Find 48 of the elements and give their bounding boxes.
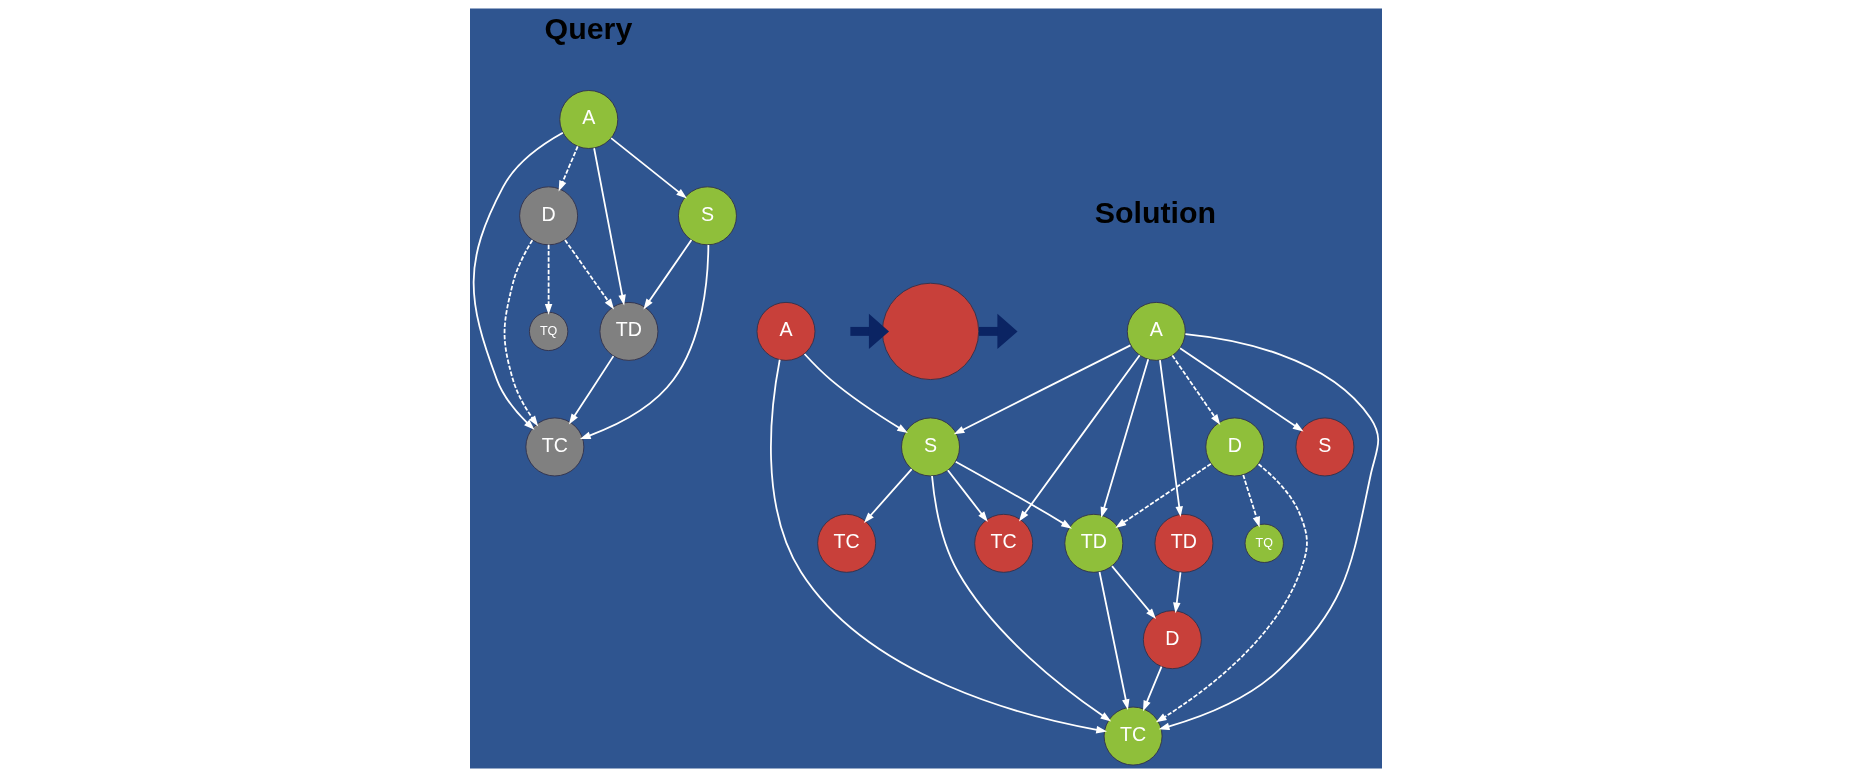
label: Query	[544, 11, 633, 45]
arrow	[770, 358, 1107, 734]
arrow	[593, 147, 626, 306]
arrow	[1171, 354, 1221, 425]
arrow	[1242, 474, 1260, 528]
arrow	[978, 313, 1018, 350]
arrow	[1100, 358, 1150, 518]
arrow	[931, 475, 1112, 722]
arrow	[643, 239, 693, 310]
node-circle: D	[519, 186, 579, 246]
node-circle: TC	[1103, 706, 1163, 766]
node-circle: TD	[1154, 513, 1214, 573]
arrow	[1173, 571, 1182, 614]
node-circle: TD	[1064, 513, 1124, 573]
node-circle: S	[901, 417, 960, 477]
arrow	[568, 355, 615, 425]
arrow	[1142, 665, 1163, 712]
arrow	[558, 145, 579, 192]
node-circle: TQ	[529, 311, 569, 352]
arrow	[803, 353, 908, 434]
node-circle: A	[1126, 301, 1186, 361]
node-circle: TD	[599, 301, 659, 361]
arrow	[544, 243, 553, 315]
node-circle: A	[559, 90, 619, 149]
arrow	[1155, 463, 1308, 723]
arrow	[1179, 347, 1304, 432]
arrow	[472, 131, 564, 430]
arrow	[1159, 359, 1183, 518]
arrow	[954, 460, 1072, 529]
node-circle: TQ	[1244, 523, 1284, 563]
arrow	[1018, 354, 1141, 522]
arrow	[953, 344, 1132, 435]
node-circle: A	[756, 301, 816, 361]
arrow	[1115, 463, 1212, 528]
arrow	[564, 239, 615, 310]
node-circle: D	[1205, 417, 1265, 477]
node-circle: S	[1295, 417, 1355, 477]
arrow	[503, 239, 539, 427]
arrow	[1158, 333, 1380, 731]
arrow	[579, 244, 710, 439]
arrow	[947, 469, 988, 522]
arrow	[1111, 565, 1156, 620]
node-circle	[881, 282, 980, 381]
arrow	[1098, 571, 1130, 710]
arrow	[863, 468, 913, 523]
arrow	[850, 313, 890, 350]
arrow	[610, 137, 687, 199]
label: Solution	[1094, 195, 1217, 229]
